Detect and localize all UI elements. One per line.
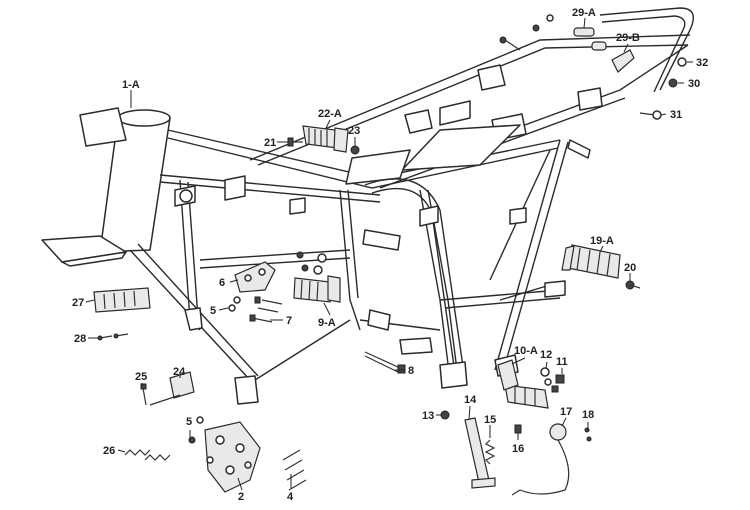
callout-13: 13 — [422, 410, 434, 422]
part-bracket-6 — [234, 261, 276, 293]
callout-17: 17 — [560, 406, 572, 418]
part-screws-18 — [584, 427, 592, 442]
leader-lines — [85, 17, 693, 491]
callout-24: 24 — [173, 366, 186, 378]
callout-9-A: 9-A — [318, 317, 336, 329]
callout-26: 26 — [103, 445, 115, 457]
battery-tray — [401, 124, 521, 171]
part-plate-2 — [204, 421, 261, 493]
part-nut-23 — [350, 145, 360, 155]
part-screw-25 — [140, 383, 147, 406]
part-footrest-10A — [497, 359, 549, 409]
part-bolts-top — [499, 14, 554, 51]
part-bolts-7 — [249, 296, 283, 323]
callout-1-A: 1-A — [122, 79, 140, 91]
callout-29-B: 29-B — [616, 32, 640, 44]
callout-22-A: 22-A — [318, 108, 342, 120]
callout-15: 15 — [484, 414, 496, 426]
callout-labels: 1-A 2 4 5 5 6 7 8 9-A 10-A 11 12 13 14 1… — [72, 7, 708, 503]
callout-25: 25 — [135, 371, 147, 383]
callout-23: 23 — [348, 125, 360, 137]
part-clamp-24 — [149, 371, 195, 406]
callout-28: 28 — [74, 333, 86, 345]
part-bolt-11 — [551, 374, 565, 393]
part-bracket-29B — [591, 41, 635, 73]
callout-4: 4 — [287, 491, 294, 503]
callout-21: 21 — [264, 137, 276, 149]
part-footrest-19A — [561, 244, 621, 279]
callout-12: 12 — [540, 349, 552, 361]
part-spring-15 — [484, 439, 496, 465]
callout-7: 7 — [286, 315, 292, 327]
callout-6: 6 — [219, 277, 225, 289]
part-nut-13 — [440, 410, 450, 420]
callout-10-A: 10-A — [514, 345, 538, 357]
part-screws-28 — [97, 333, 129, 341]
callout-20: 20 — [624, 262, 636, 274]
callout-16: 16 — [512, 443, 524, 455]
part-bolt-16 — [514, 424, 522, 434]
part-footrest-9A — [293, 251, 341, 303]
part-bolt-31 — [639, 110, 662, 120]
callout-27: 27 — [72, 297, 84, 309]
callout-2: 2 — [238, 491, 244, 503]
callout-8: 8 — [408, 365, 414, 377]
part-bolt-20 — [625, 280, 641, 290]
part-switch-17 — [511, 423, 570, 496]
callout-5a: 5 — [210, 305, 216, 317]
part-reflector-27 — [93, 287, 151, 313]
part-washer-12 — [540, 367, 552, 386]
callout-29-A: 29-A — [572, 7, 596, 19]
callout-32: 32 — [696, 57, 708, 69]
part-bolts-4 — [282, 449, 307, 491]
part-footrest-22A — [302, 125, 349, 153]
part-springs-26 — [124, 449, 171, 461]
part-grab-handle-29A — [573, 27, 595, 37]
callout-14: 14 — [464, 394, 477, 406]
callout-31: 31 — [670, 109, 682, 121]
head-gusset — [79, 107, 127, 147]
part-side-stand-14 — [464, 417, 496, 489]
callout-5b: 5 — [186, 416, 192, 428]
main-frame — [41, 7, 694, 405]
part-washers-5a — [228, 296, 241, 312]
callout-18: 18 — [582, 409, 594, 421]
part-bolt-30 — [668, 78, 678, 88]
callout-19-A: 19-A — [590, 235, 614, 247]
callout-11: 11 — [556, 356, 568, 368]
callout-30: 30 — [688, 78, 700, 90]
part-bolt-8 — [364, 351, 406, 374]
part-nut-32 — [677, 57, 687, 67]
